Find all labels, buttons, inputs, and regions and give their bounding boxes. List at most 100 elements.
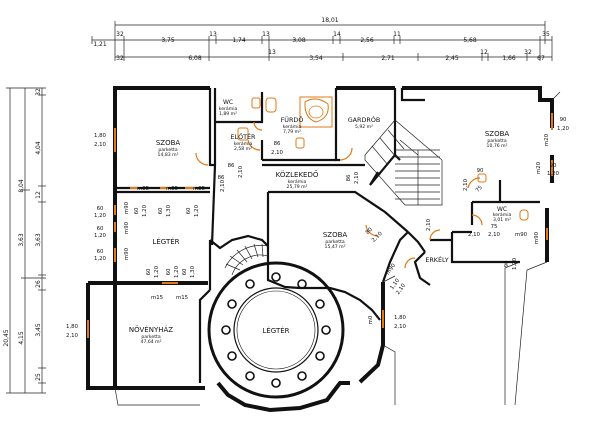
exterior-walls [86, 86, 554, 413]
room-floor: parketta [158, 147, 178, 153]
opening-label: m85 [166, 186, 178, 192]
dim-left-in-2: 4,04 [35, 141, 42, 155]
room-szoba-2: SZOBA parketta 10,76 m² [485, 130, 510, 149]
opening-label: 60 [158, 207, 164, 214]
room-name: ERKÉLY [425, 255, 448, 264]
dim-top-6: 13 [262, 31, 270, 38]
columns [221, 272, 331, 388]
opening-labels: 1,80 2,10 60 1,20 60 1,20 60 1,20 1,80 2… [66, 117, 570, 339]
room-name: KÖZLEKEDŐ [276, 170, 319, 179]
dim-top-12: 35 [542, 31, 550, 38]
room-area: 10,76 m² [487, 143, 508, 149]
opening-label: 60 [146, 268, 152, 275]
room-kozlekedo: KÖZLEKEDŐ kerámia 25,79 m² [276, 170, 319, 190]
dim-top2-6: 2,45 [445, 55, 459, 62]
room-name: WC [497, 206, 507, 213]
opening-label: 60 [186, 207, 192, 214]
opening-label: 86 [218, 175, 225, 181]
room-area: 7,79 m² [283, 129, 301, 135]
opening-label: 2,10 [354, 171, 360, 184]
dim-top2-8: 1,66 [502, 55, 516, 62]
room-legter-1: LÉGTÉR [152, 237, 179, 246]
dim-top-8: 14 [333, 31, 341, 38]
opening-label: m15 [176, 295, 188, 301]
room-erkely: ERKÉLY [425, 255, 448, 264]
opening-label: m0 [368, 315, 374, 324]
room-wc-2: WC kerámia 3,01 m² [493, 206, 512, 223]
room-name: ELŐTÉR [230, 132, 256, 141]
room-name: GARDRÓB [348, 115, 381, 124]
dim-left-in-1: 32 [35, 88, 42, 96]
opening-label: 1,20 [154, 265, 160, 278]
room-area: 14,83 m² [158, 152, 179, 158]
dim-left-in-3: 12 [35, 191, 42, 199]
opening-label: 2,10 [463, 178, 469, 191]
dim-top2-3: 13 [268, 49, 276, 56]
dim-top-2: 32 [116, 31, 124, 38]
opening-label: 90 [477, 168, 484, 174]
room-floor: kerámia [234, 140, 253, 147]
opening-label: m90 [515, 232, 528, 238]
opening-label: 2,10 [371, 231, 384, 244]
opening-label: 1,30 [190, 265, 196, 278]
left-dimension-texts: 20,45 8,04 3,63 4,15 32 4,04 12 3,63 26 … [3, 88, 42, 381]
opening-label: m85 [137, 186, 149, 192]
dim-top-5: 1,74 [232, 37, 246, 44]
opening-label: 2,10 [94, 142, 107, 148]
room-floor: parketta [325, 239, 345, 245]
opening-label: m15 [151, 295, 163, 301]
room-gardrob: GARDRÓB 5,92 m² [348, 115, 381, 130]
opening-label: 1,20 [512, 257, 518, 270]
opening-label: 1,20 [94, 213, 107, 219]
opening-label: 90 [550, 163, 557, 169]
dim-top-9: 2,56 [360, 37, 374, 44]
dim-left-in-7: 25 [35, 373, 42, 381]
outside-lines [114, 91, 561, 406]
dim-top-3: 3,75 [161, 37, 175, 44]
opening-label: 86 [346, 174, 352, 181]
room-area: 1,89 m² [219, 111, 237, 117]
opening-label: 90 [504, 260, 510, 267]
opening-label: 60 [166, 268, 172, 275]
dim-top2-7: 12 [480, 49, 488, 56]
room-area: 3,01 m² [493, 217, 511, 223]
opening-label: m90 [124, 201, 130, 214]
overall-width: 18,01 [321, 17, 338, 24]
opening-label: 2,10 [426, 218, 432, 231]
dim-top2-9: 32 [524, 49, 532, 56]
opening-label: m20 [536, 161, 542, 174]
dim-left-in-6: 3,45 [35, 323, 42, 337]
opening-label: 60 [97, 249, 104, 255]
opening-label: 1,80 [94, 133, 107, 139]
opening-label: m90 [124, 247, 130, 260]
dim-top2-2: 6,08 [188, 55, 202, 62]
room-floor: kerámia [219, 105, 238, 112]
room-wc-1: WC kerámia 1,89 m² [219, 99, 238, 117]
dim-top-11: 5,68 [463, 37, 477, 44]
top-dimension-texts: 18,01 1,21 32 3,75 13 1,74 13 3,08 14 2,… [93, 17, 550, 62]
opening-label: 60 [97, 206, 104, 212]
room-name: SZOBA [323, 231, 348, 239]
room-eloter: ELŐTÉR kerámia 2,58 m² [230, 132, 256, 152]
opening-label: 1,20 [194, 204, 200, 217]
opening-label: 1,20 [94, 256, 107, 262]
legter-circle [207, 261, 345, 399]
room-area: 5,92 m² [355, 124, 373, 130]
dim-left-mid-3: 4,15 [18, 331, 25, 345]
spiral-staircase [224, 243, 269, 276]
room-name: SZOBA [485, 130, 510, 138]
room-szoba-3: SZOBA parketta 15,47 m² [323, 231, 348, 250]
opening-label: 86 [274, 141, 281, 147]
room-name: LÉGTÉR [262, 326, 289, 335]
opening-label: 1,20 [557, 126, 570, 132]
room-area: 25,79 m² [287, 184, 308, 190]
opening-label: 2,10 [220, 179, 226, 192]
opening-label: 2,10 [271, 150, 284, 156]
dim-left-mid-1: 8,04 [18, 179, 25, 193]
opening-label: 1,20 [94, 233, 107, 239]
opening-label: 2,10 [66, 333, 79, 339]
room-floor: kerámia [493, 211, 512, 218]
room-legter-2: LÉGTÉR [262, 326, 289, 335]
opening-label: 1,20 [174, 265, 180, 278]
opening-label: 80 [365, 226, 374, 235]
